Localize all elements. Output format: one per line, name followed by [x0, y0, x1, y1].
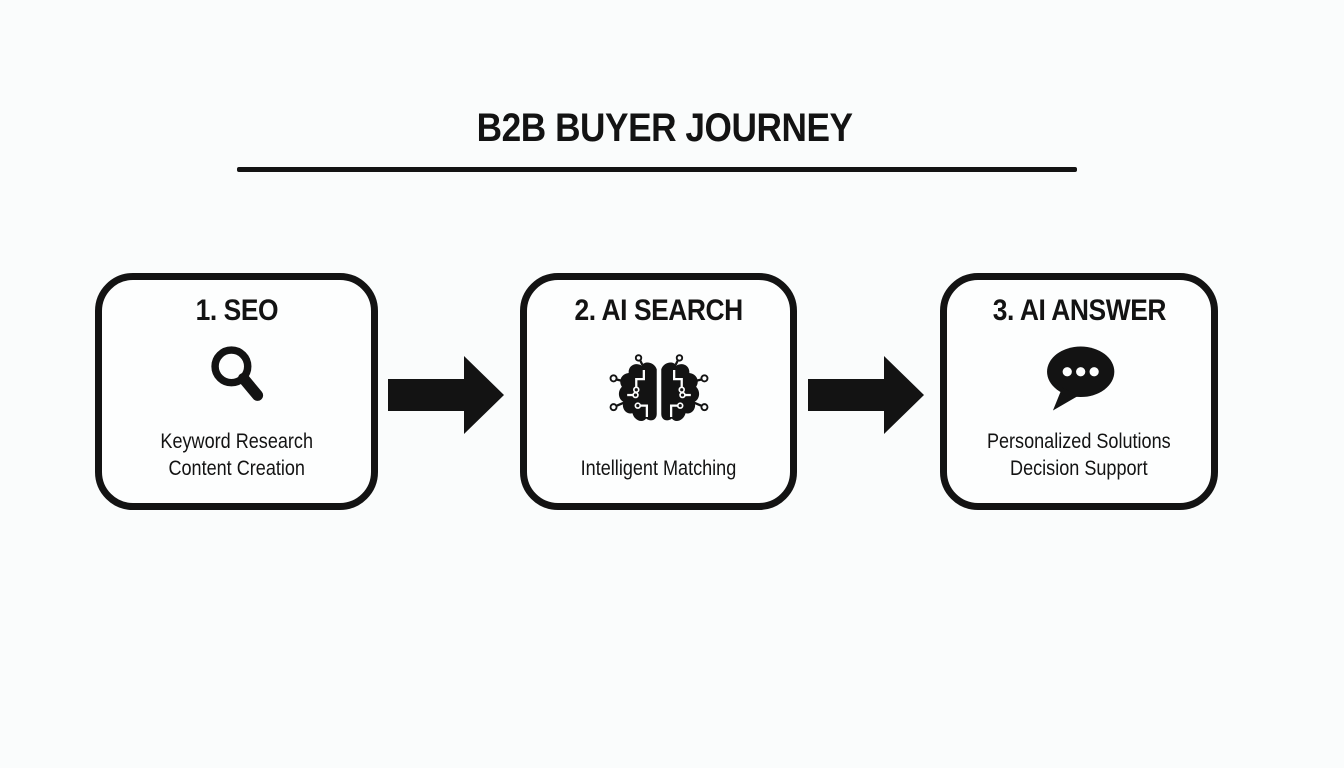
- step-body-line: Intelligent Matching: [580, 457, 737, 480]
- step-heading: 3. AI ANSWER: [992, 294, 1166, 327]
- step-body-line: Keyword Research: [160, 430, 313, 453]
- search-icon: [207, 329, 267, 428]
- step-body-line: Decision Support: [1010, 457, 1148, 480]
- speech-bubble-icon: [1042, 329, 1116, 428]
- step-heading: 1. SEO: [195, 294, 278, 327]
- arrow-right-icon: [388, 355, 505, 435]
- arrow-right-icon: [808, 355, 925, 435]
- step-body-line: Content Creation: [168, 457, 305, 480]
- step-card-ai-answer: 3. AI ANSWER Personalized Solutions Deci…: [940, 273, 1218, 510]
- step-body: Intelligent Matching: [581, 455, 737, 482]
- step-heading: 2. AI SEARCH: [574, 294, 743, 327]
- title-underline: [237, 167, 1077, 172]
- page-title-text: B2B BUYER JOURNEY: [477, 106, 853, 150]
- step-body-line: Personalized Solutions: [987, 430, 1171, 453]
- step-card-ai-search: 2. AI SEARCH: [520, 273, 797, 510]
- page-title: B2B BUYER JOURNEY: [0, 104, 1330, 152]
- step-body: Keyword Research Content Creation: [160, 428, 313, 482]
- step-card-seo: 1. SEO Keyword Research Content Creation: [95, 273, 378, 510]
- step-body: Personalized Solutions Decision Support: [987, 428, 1171, 482]
- ai-brain-icon: [609, 329, 709, 455]
